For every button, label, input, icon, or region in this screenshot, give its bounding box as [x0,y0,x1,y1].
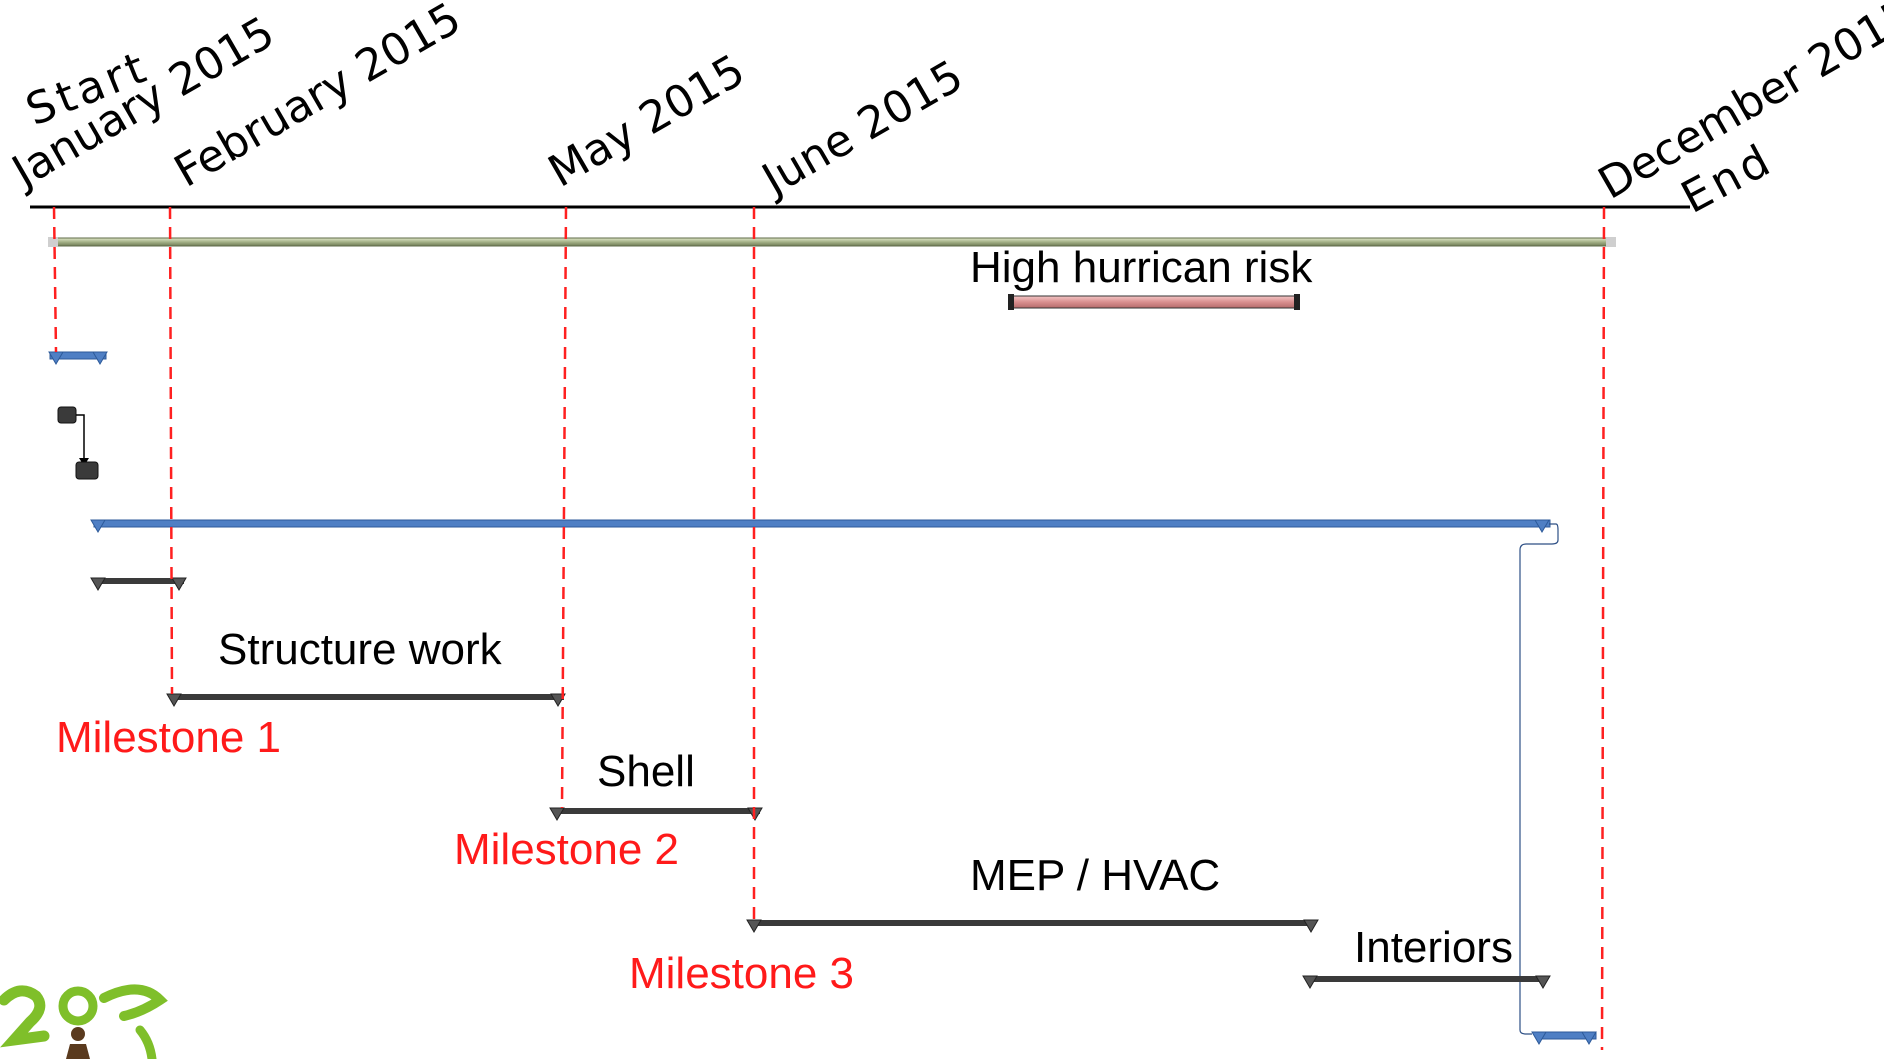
project-summary-bar [51,237,1613,247]
date-label-may: May 2015 [540,45,753,198]
milestone-line-dec [1600,206,1606,1051]
dependency-link-1 [76,414,85,460]
dependency-link-2 [1519,523,1559,1035]
risk-bar-start-cap [1008,294,1014,310]
logo-figure-body [66,1044,90,1059]
task-label-structure: Structure work [218,625,503,674]
milestone-line-feb [168,206,174,695]
summary-bar-construction-end [1534,519,1550,533]
task-bar-mep-start [746,919,762,933]
logo [0,984,168,1059]
summary-bar-phase-1-end [92,351,108,365]
project-bar-start-cap [48,237,58,247]
task-label-shell: Shell [597,747,695,796]
small-task-1 [57,406,77,424]
task-bar-shell [556,808,760,814]
milestone-line-may [560,206,568,809]
summary-bar-phase-1 [49,351,107,360]
logo-ring [58,986,98,1026]
task-label-mep: MEP / HVAC [970,851,1220,900]
date-label-jun: June 2015 [751,50,971,207]
task-bar-site-prep-end [171,577,187,591]
milestone-label-2: Milestone 2 [454,825,679,874]
milestone-line-jan [52,206,58,353]
summary-bar-closeout-start [1531,1031,1547,1045]
task-bar-interiors [1306,976,1544,982]
milestone-label-1: Milestone 1 [56,713,281,762]
logo-tail [135,1025,157,1059]
risk-bar-end-cap [1294,294,1300,310]
summary-bar-construction-start [90,519,106,533]
task-bar-interiors-start [1302,975,1318,989]
logo-stroke [99,984,168,1021]
task-bar-mep-end [1303,919,1319,933]
small-task-2 [75,461,99,480]
summary-bar-closeout-end [1581,1031,1597,1045]
task-label-interiors: Interiors [1354,923,1513,972]
task-bar-structure-start [166,693,182,707]
task-bar-shell-start [549,807,565,821]
logo-swoosh [0,985,50,1048]
date-label-feb: February 2015 [166,0,469,198]
task-label-risk: High hurrican risk [970,243,1313,292]
logo-figure-head [71,1027,85,1041]
project-bar-end-cap [1606,237,1616,247]
task-bar-site-prep [94,578,184,584]
task-bar-mep [752,920,1312,926]
task-bar-structure [172,694,564,700]
task-bar-site-prep-start [90,577,106,591]
summary-bar-construction [93,519,1551,528]
risk-bar [1009,295,1299,309]
task-bar-interiors-end [1535,975,1551,989]
milestone-lines [52,206,1606,1051]
milestone-label-3: Milestone 3 [629,949,854,998]
